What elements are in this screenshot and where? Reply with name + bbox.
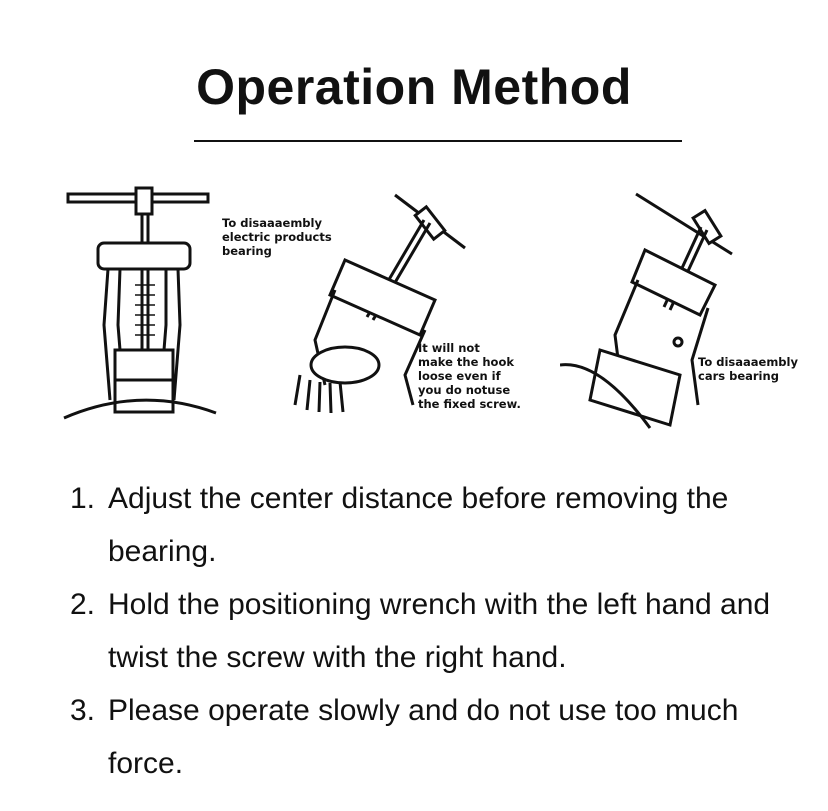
list-item: 1. Adjust the center distance before rem… [70,472,820,578]
step-number: 3. [70,694,96,727]
bearing-puller-car-illustration [560,190,740,430]
figure-caption-car: To disaaaembly cars bearing [698,355,798,383]
bearing-puller-angled-illustration [285,190,470,420]
figure-caption-hook: It will not make the hook loose even if … [418,341,521,411]
list-item: 2. Hold the positioning wrench with the … [70,578,820,684]
title-underline [194,140,682,142]
step-number: 2. [70,588,96,621]
instruction-list: 1. Adjust the center distance before rem… [70,472,820,790]
step-text: Adjust the center distance before removi… [108,482,729,568]
page-title: Operation Method [196,59,632,115]
step-text: Hold the positioning wrench with the lef… [108,588,771,674]
bearing-puller-front-illustration [60,185,220,420]
list-item: 3. Please operate slowly and do not use … [70,684,820,790]
figure-caption-electric: To disaaaembly electric products bearing [222,216,332,258]
step-text: Please operate slowly and do not use too… [108,694,739,780]
step-number: 1. [70,482,96,515]
